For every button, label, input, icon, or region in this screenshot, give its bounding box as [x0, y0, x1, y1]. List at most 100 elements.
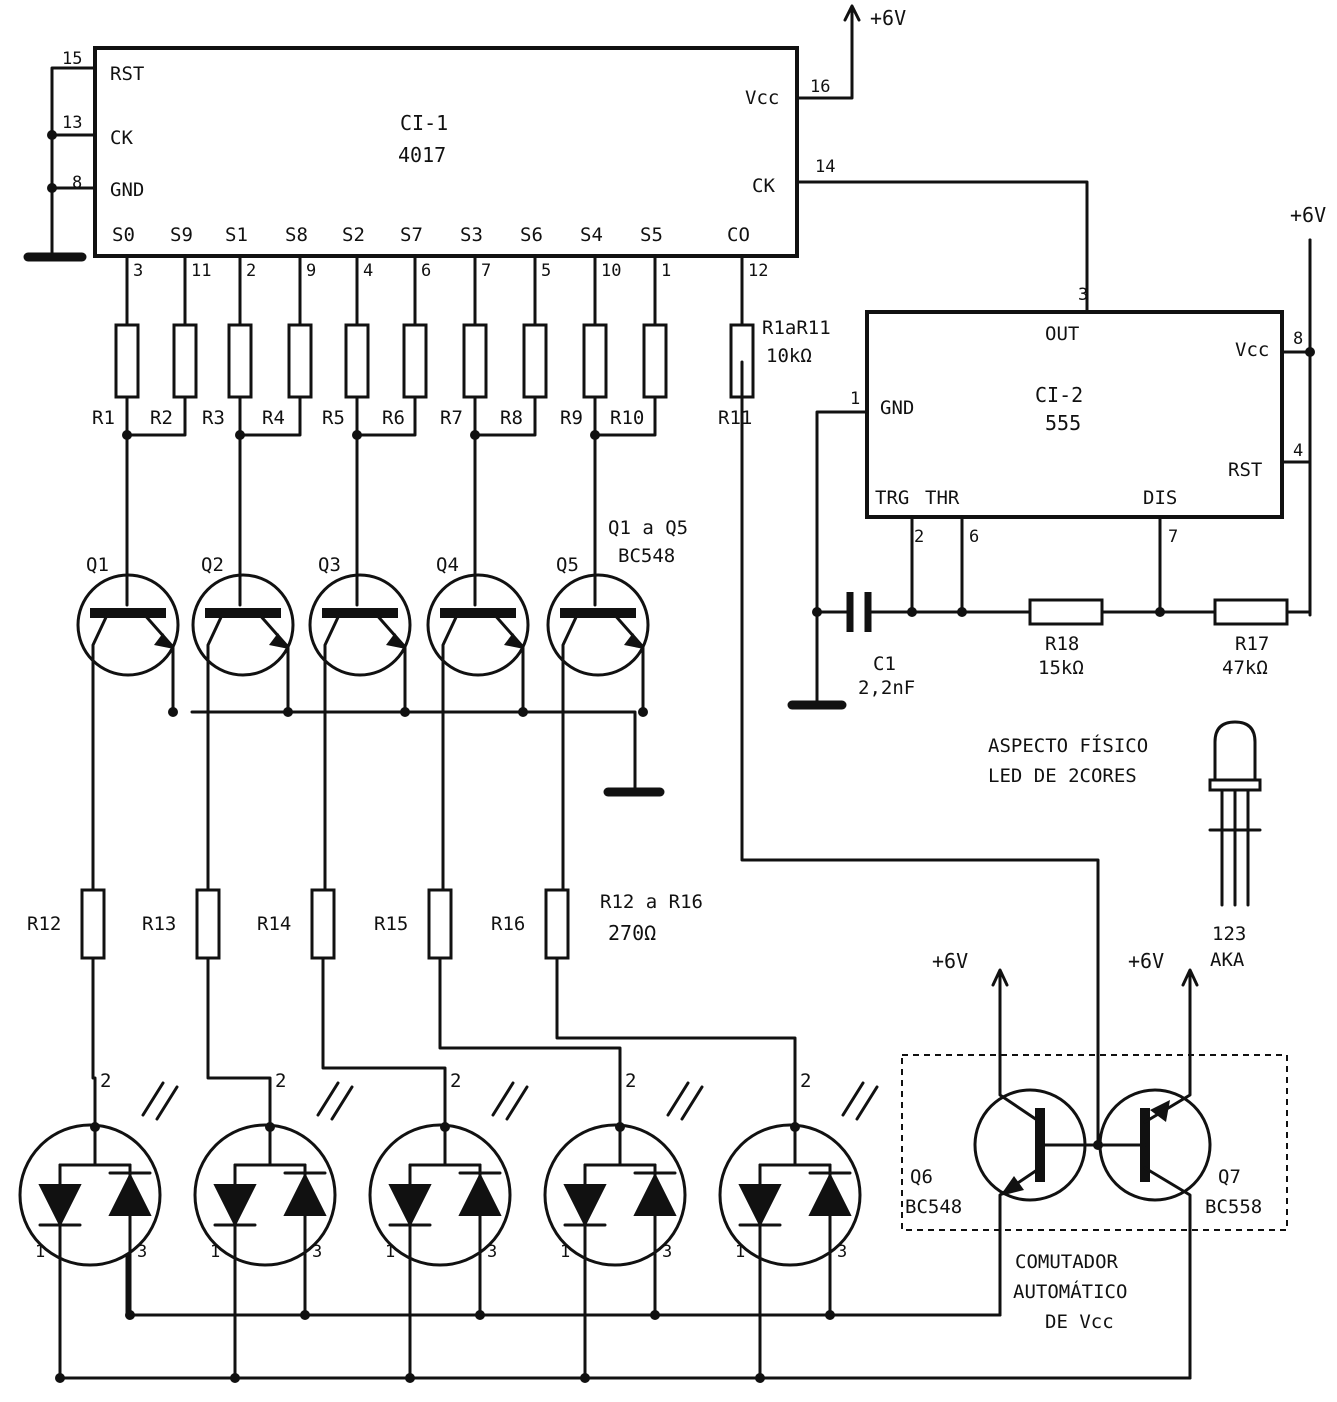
resistor-top [172, 323, 198, 399]
c1-label: C1 [873, 653, 896, 675]
resistor-top-label: R6 [382, 407, 405, 429]
ci2-dis-num: 7 [1168, 527, 1178, 547]
resistor-top-label: R11 [718, 407, 752, 429]
switch-box [901, 1054, 1288, 1231]
ci1-output-pin-num: 1 [661, 261, 671, 281]
led-pin-right: 3 [487, 1242, 497, 1262]
led-physical-icon [1208, 720, 1262, 907]
supply-label-ci2: +6V [1290, 203, 1326, 227]
resistor-bottom [310, 888, 336, 960]
led-info-line2: LED DE 2CORES [988, 765, 1137, 787]
ci2-rst-num: 4 [1293, 441, 1303, 461]
ci1-chip: CI-1 4017 RST 15 CK 13 GND 8 Vcc 16 CK 1… [62, 46, 835, 281]
led-pin-right: 3 [137, 1242, 147, 1262]
resistor-bottom-label: R16 [491, 913, 525, 935]
resistor-bottom [80, 888, 106, 960]
led-pin-left: 1 [35, 1242, 45, 1262]
ci1-output-label: S2 [342, 224, 365, 246]
ci2-trg-label: TRG [875, 487, 909, 509]
r-note-value: 10kΩ [766, 345, 812, 367]
transistor-q2: Q2 [191, 554, 295, 897]
led-info-line1: ASPECTO FÍSICO [988, 734, 1148, 757]
ci1-gnd-label: GND [110, 179, 144, 201]
resistor-bottom [544, 888, 570, 960]
resistor-top-label: R9 [560, 407, 583, 429]
resistor-top-label: R3 [202, 407, 225, 429]
transistor-q4: Q4 [426, 554, 530, 897]
transistor-label: Q5 [556, 554, 579, 576]
resistor-bottom-label: R12 [27, 913, 61, 935]
ci1-output-label: S1 [225, 224, 248, 246]
switch-label-1: COMUTADOR [1015, 1251, 1119, 1273]
ci1-gnd-num: 8 [72, 173, 82, 193]
ci1-output-label: S6 [520, 224, 543, 246]
ci2-thr-num: 6 [969, 527, 979, 547]
ci2-dis-label: DIS [1143, 487, 1177, 509]
bicolor-led: 2 1 3 [18, 1070, 179, 1383]
ci1-name: CI-1 [400, 111, 448, 135]
ci1-output-label: S0 [112, 224, 135, 246]
led-pin-left: 1 [560, 1242, 570, 1262]
ci2-out-num: 3 [1078, 285, 1088, 305]
ci2-name: CI-2 [1035, 383, 1083, 407]
resistor-top-label: R7 [440, 407, 463, 429]
transistor-label: Q1 [86, 554, 109, 576]
ci1-rst-num: 15 [62, 49, 82, 69]
r17-label: R17 [1235, 633, 1269, 655]
ci1-output-pin-num: 2 [246, 261, 256, 281]
q6-transistor [973, 973, 1100, 1317]
ci1-ck-label: CK [110, 127, 133, 149]
ci1-output-pin-num: 4 [363, 261, 373, 281]
resistor-bottom-label: R13 [142, 913, 176, 935]
resistor-bottom-label: R15 [374, 913, 408, 935]
r17-value: 47kΩ [1222, 657, 1268, 679]
ci2-out-label: OUT [1045, 323, 1079, 345]
ci1-output-label: CO [727, 224, 750, 246]
ci1-part: 4017 [398, 143, 446, 167]
ci2-gnd-num: 1 [850, 389, 860, 409]
c1-value: 2,2nF [858, 677, 915, 699]
led-pin-left: 1 [385, 1242, 395, 1262]
ci2-trg-num: 2 [914, 527, 924, 547]
ci1-output-label: S5 [640, 224, 663, 246]
ci1-output-label: S8 [285, 224, 308, 246]
resistor-top [642, 323, 668, 399]
q7-part: BC558 [1205, 1196, 1262, 1218]
r-bottom-note-value: 270Ω [608, 921, 656, 945]
r18-label: R18 [1045, 633, 1079, 655]
supply-label-top: +6V [870, 6, 906, 30]
led-pin-common: 2 [275, 1070, 286, 1092]
led-pin-right: 3 [662, 1242, 672, 1262]
led-info-pin-names: AKA [1210, 949, 1245, 971]
transistor-label: Q4 [436, 554, 459, 576]
ci1-rst-label: RST [110, 63, 144, 85]
resistor-top [522, 323, 548, 399]
ci2-rst-label: RST [1228, 459, 1262, 481]
resistor-top-label: R2 [150, 407, 173, 429]
ci2-thr-label: THR [925, 487, 960, 509]
led-info-pins: 123 [1212, 923, 1246, 945]
resistor-top [402, 323, 428, 399]
supply-label-q6: +6V [932, 949, 968, 973]
ci1-output-label: S7 [400, 224, 423, 246]
transistor-q3: Q3 [308, 554, 412, 897]
q-note-label: Q1 a Q5 [608, 517, 688, 539]
resistor-top-label: R5 [322, 407, 345, 429]
ci1-output-pin-num: 5 [541, 261, 551, 281]
resistor-top-label: R1 [92, 407, 115, 429]
resistor-top [114, 323, 140, 399]
ci2-gnd-label: GND [880, 397, 914, 419]
ci2-part: 555 [1045, 411, 1081, 435]
led-pin-left: 1 [735, 1242, 745, 1262]
resistor-top-label: R8 [500, 407, 523, 429]
resistor-top [287, 323, 313, 399]
led-pin-right: 3 [837, 1242, 847, 1262]
ci2-chip: OUT Vcc 8 CI-2 555 GND 1 RST 4 TRG THR D… [850, 310, 1303, 547]
led-pin-common: 2 [100, 1070, 111, 1092]
transistor-q1: Q1 [76, 554, 180, 897]
ci2-vcc-num: 8 [1293, 329, 1303, 349]
resistor-top [344, 323, 370, 399]
ci1-output-pin-num: 6 [421, 261, 431, 281]
